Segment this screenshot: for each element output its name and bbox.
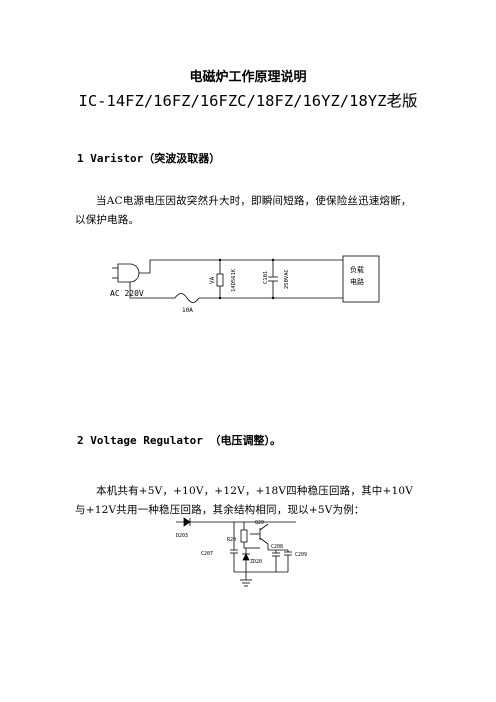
cap-c101-part-label: 250VAC <box>284 269 290 289</box>
cap-c207-label: C207 <box>201 551 213 557</box>
load-circuit-box <box>342 255 380 303</box>
load-label-line1: 负载 <box>350 265 364 274</box>
section-paragraph-voltage-regulator: 本机共有+5V，+10V，+12V，+18V四种稳压回路，其中+10V与+12V… <box>75 485 414 516</box>
regulator-circuit-diagram: D203 R20 Q20 ZD20 C207 C208 C209 <box>176 517 307 587</box>
section-heading-varistor: 1 Varistor（突波汲取器） <box>77 152 221 165</box>
section-paragraph-varistor: 当AC电源电压因故突然升大时，即瞬间短路，使保险丝迅速熔断，以保护电路。 <box>75 195 412 226</box>
document-title: 电磁炉工作原理说明 <box>189 70 307 85</box>
cap-c101-ref-label: C101 <box>263 271 269 284</box>
section-heading-voltage-regulator: 2 Voltage Regulator （电压调整）。 <box>77 434 281 447</box>
diode-d203-symbol <box>183 517 191 527</box>
zener-zd20-symbol <box>242 553 250 561</box>
document-subtitle: IC-14FZ/16FZ/16FZC/18FZ/16YZ/18YZ老版 <box>78 92 418 110</box>
varistor-circuit-diagram: AC 220V 10A VA 14D561K C101 250VAC 负载 电路 <box>110 255 380 314</box>
varistor-ref-label: VA <box>209 276 216 284</box>
transistor-q20-label: Q20 <box>255 520 264 526</box>
resistor-r20-symbol <box>240 529 248 543</box>
load-label-line2: 电路 <box>350 277 364 286</box>
varistor-part-label: 14D561K <box>231 268 237 292</box>
zener-zd20-label: ZD20 <box>250 559 262 565</box>
ac-plug-icon <box>117 263 140 283</box>
diode-d203-label: D203 <box>176 533 188 539</box>
resistor-r20-label: R20 <box>227 537 236 543</box>
cap-c208-label: C208 <box>271 544 283 550</box>
cap-c209-label: C209 <box>295 552 307 558</box>
varistor-symbol <box>216 273 224 287</box>
ac-voltage-label: AC 220V <box>110 289 144 298</box>
fuse-rating-label: 10A <box>182 307 193 314</box>
fuse-symbol <box>174 293 200 303</box>
